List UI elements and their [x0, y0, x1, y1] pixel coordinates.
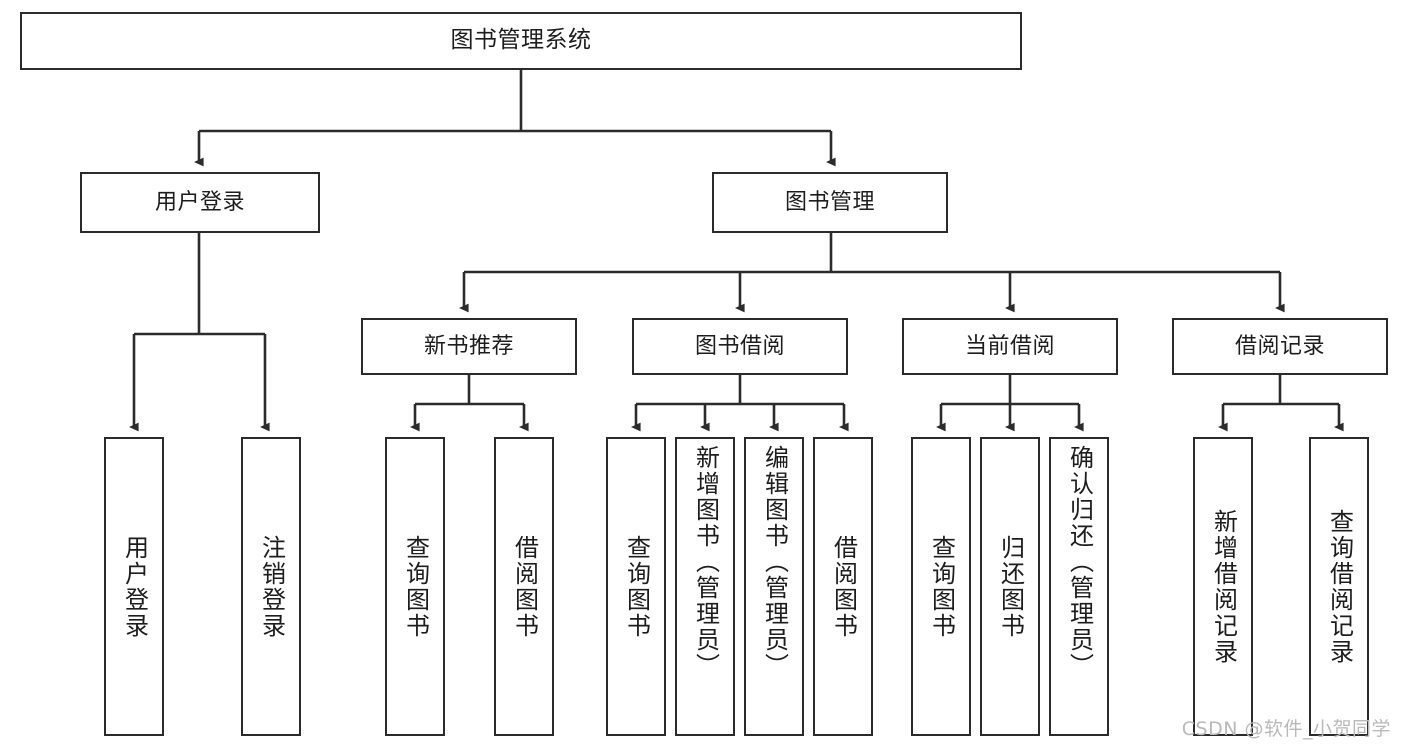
node-current-borrow-label: 当前借阅 — [964, 333, 1055, 359]
node-current-borrow[interactable]: 当前借阅 — [902, 318, 1118, 375]
node-leaf-query-book-current[interactable]: 查询图书 — [911, 437, 971, 736]
leaf-inner: 编辑图书（管理员） — [746, 439, 802, 740]
node-book-manage[interactable]: 图书管理 — [712, 172, 948, 233]
node-leaf-query-book-current-label: 查询图书 — [927, 534, 956, 639]
node-leaf-return-book[interactable]: 归还图书 — [980, 437, 1040, 736]
leaf-inner: 查询图书 — [387, 439, 443, 734]
node-leaf-edit-book[interactable]: 编辑图书（管理员） — [744, 437, 804, 736]
leaf-inner: 用户登录 — [106, 439, 162, 734]
leaf-inner: 注销登录 — [243, 439, 299, 734]
node-leaf-user-logout[interactable]: 注销登录 — [241, 437, 301, 736]
node-leaf-borrow-book-rec-label: 借阅图书 — [510, 534, 539, 639]
node-leaf-add-borrow-record[interactable]: 新增借阅记录 — [1193, 437, 1253, 736]
node-leaf-return-book-label: 归还图书 — [996, 534, 1025, 639]
node-leaf-query-book-borrow[interactable]: 查询图书 — [606, 437, 666, 736]
node-leaf-confirm-return-label: 确认归还（管理员） — [1065, 445, 1094, 679]
leaf-inner: 查询图书 — [913, 439, 969, 734]
leaf-inner: 确认归还（管理员） — [1051, 439, 1107, 740]
node-leaf-edit-book-label: 编辑图书（管理员） — [760, 445, 789, 679]
node-root-system[interactable]: 图书管理系统 — [20, 12, 1022, 70]
leaf-inner: 新增图书（管理员） — [677, 439, 733, 740]
node-leaf-confirm-return[interactable]: 确认归还（管理员） — [1049, 437, 1109, 736]
node-book-manage-label: 图书管理 — [784, 189, 875, 215]
node-leaf-query-borrow-record-label: 查询借阅记录 — [1325, 508, 1354, 665]
node-leaf-query-book-rec-label: 查询图书 — [401, 534, 430, 639]
node-borrow-record-label: 借阅记录 — [1234, 333, 1325, 359]
node-leaf-query-book-borrow-label: 查询图书 — [622, 534, 651, 639]
node-new-book-recommend[interactable]: 新书推荐 — [361, 318, 577, 375]
node-leaf-user-login[interactable]: 用户登录 — [104, 437, 164, 736]
node-leaf-borrow-book-rec[interactable]: 借阅图书 — [494, 437, 554, 736]
node-user-login-label: 用户登录 — [154, 189, 245, 215]
node-new-book-recommend-label: 新书推荐 — [423, 333, 514, 359]
leaf-inner: 借阅图书 — [815, 439, 871, 734]
node-leaf-add-borrow-record-label: 新增借阅记录 — [1209, 508, 1238, 665]
node-leaf-borrow-book[interactable]: 借阅图书 — [813, 437, 873, 736]
node-leaf-user-login-label: 用户登录 — [120, 534, 149, 639]
node-leaf-query-book-rec[interactable]: 查询图书 — [385, 437, 445, 736]
node-borrow-record[interactable]: 借阅记录 — [1172, 318, 1388, 375]
node-book-borrow[interactable]: 图书借阅 — [632, 318, 848, 375]
csdn-watermark: CSDN @软件_小贺同学 — [1181, 718, 1391, 740]
leaf-inner: 借阅图书 — [496, 439, 552, 734]
leaf-inner: 查询图书 — [608, 439, 664, 734]
node-leaf-borrow-book-label: 借阅图书 — [829, 534, 858, 639]
node-leaf-add-book[interactable]: 新增图书（管理员） — [675, 437, 735, 736]
node-user-login[interactable]: 用户登录 — [80, 172, 320, 233]
node-leaf-add-book-label: 新增图书（管理员） — [691, 445, 720, 679]
node-root-label: 图书管理系统 — [450, 27, 592, 54]
leaf-inner: 新增借阅记录 — [1195, 439, 1251, 734]
leaf-inner: 查询借阅记录 — [1311, 439, 1367, 734]
node-book-borrow-label: 图书借阅 — [694, 333, 785, 359]
node-leaf-query-borrow-record[interactable]: 查询借阅记录 — [1309, 437, 1369, 736]
leaf-inner: 归还图书 — [982, 439, 1038, 734]
node-leaf-user-logout-label: 注销登录 — [257, 534, 286, 639]
